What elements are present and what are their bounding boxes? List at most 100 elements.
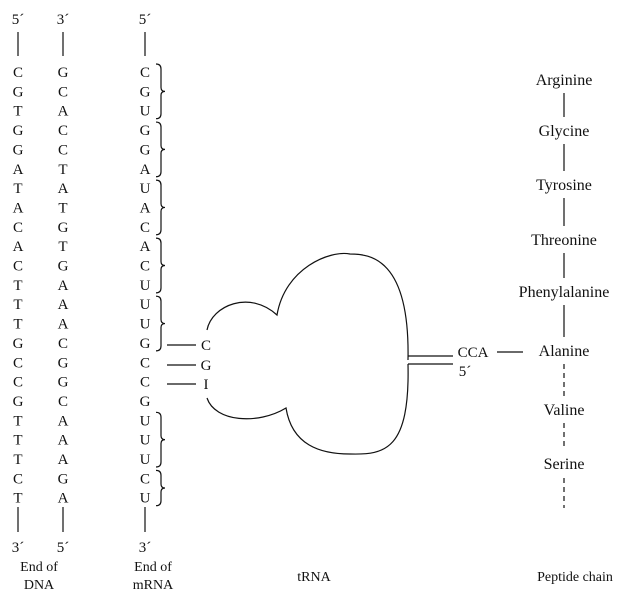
caption-mrna-line1: End of	[134, 560, 172, 575]
mrna-base-17: C	[140, 375, 150, 391]
mrna-top-label: 5´	[139, 12, 152, 28]
dna-right-base-4: C	[58, 123, 68, 139]
dna-left-base-10: A	[13, 239, 24, 255]
trna-shape	[206, 252, 409, 455]
dna-right-base-2: C	[58, 84, 68, 100]
dna-right-base-1: G	[58, 65, 69, 81]
codon-brace-5	[155, 295, 166, 352]
dna-right-base-3: A	[58, 104, 69, 120]
dna-left-base-15: G	[13, 336, 24, 352]
dna-right-base-13: A	[58, 297, 69, 313]
dna-left-top-label: 5´	[12, 12, 25, 28]
dna-right-base-9: G	[58, 220, 69, 236]
dna-right-base-17: G	[58, 375, 69, 391]
dna-right-base-20: A	[58, 433, 69, 449]
dna-right-base-10: T	[58, 239, 67, 255]
dna-right-base-11: G	[58, 259, 69, 275]
mrna-bottom-label: 3´	[139, 540, 152, 556]
dna-left-base-4: G	[13, 123, 24, 139]
dna-left-base-20: T	[13, 433, 22, 449]
dna-left-base-18: G	[13, 394, 24, 410]
peptide-residue-2: Glycine	[539, 123, 590, 140]
mrna-base-6: A	[140, 162, 151, 178]
mrna-base-9: C	[140, 220, 150, 236]
mrna-base-2: G	[140, 84, 151, 100]
dna-left-base-22: C	[13, 471, 23, 487]
mrna-base-14: U	[140, 317, 151, 333]
mrna-base-10: A	[140, 239, 151, 255]
mrna-base-23: U	[140, 491, 151, 507]
caption-dna-line1: End of	[20, 560, 58, 575]
dna-right-base-6: T	[58, 162, 67, 178]
caption-peptide: Peptide chain	[537, 570, 613, 585]
codon-brace-2	[155, 121, 166, 178]
dna-left-base-11: C	[13, 259, 23, 275]
dna-right-base-19: A	[58, 413, 69, 429]
mrna-base-5: G	[140, 142, 151, 158]
pairing-lines	[167, 344, 196, 385]
dna-right-base-15: C	[58, 336, 68, 352]
dna-left-base-8: A	[13, 201, 24, 217]
dna-left-base-16: C	[13, 355, 23, 371]
dna-left-base-23: T	[13, 491, 22, 507]
dna-left-base-1: C	[13, 65, 23, 81]
dna-right-base-22: G	[58, 471, 69, 487]
dna-right-base-12: A	[58, 278, 69, 294]
anticodon-base-2: G	[201, 358, 212, 374]
mrna-base-22: C	[140, 471, 150, 487]
codon-brace-1	[155, 63, 166, 120]
captions: End of DNA End of mRNA tRNA Peptide chai…	[20, 560, 613, 593]
caption-dna-line2: DNA	[24, 578, 55, 593]
mrna-base-18: G	[140, 394, 151, 410]
dna-left-base-21: T	[13, 452, 22, 468]
dna-left-base-13: T	[13, 297, 22, 313]
codon-braces	[155, 63, 166, 507]
dna-right-bottom-label: 5´	[57, 540, 70, 556]
dna-left-base-17: C	[13, 375, 23, 391]
trna-five-prime-label: 5´	[459, 364, 472, 380]
mrna-base-16: C	[140, 355, 150, 371]
peptide-residue-5: Phenylalanine	[519, 284, 610, 301]
peptide-residue-6: Alanine	[539, 343, 590, 360]
mrna-base-8: A	[140, 201, 151, 217]
dna-left-base-3: T	[13, 104, 22, 120]
mrna-base-4: G	[140, 123, 151, 139]
anticodon-base-3: I	[204, 377, 209, 393]
mrna-base-13: U	[140, 297, 151, 313]
peptide-residue-3: Tyrosine	[536, 177, 592, 194]
mrna-base-7: U	[140, 181, 151, 197]
dna-left-bottom-label: 3´	[12, 540, 25, 556]
mrna-base-20: U	[140, 433, 151, 449]
codon-brace-3	[155, 179, 166, 236]
codon-brace-6	[155, 411, 166, 468]
peptide-residue-8: Serine	[544, 456, 585, 473]
caption-trna: tRNA	[297, 570, 331, 585]
dna-right-base-5: C	[58, 142, 68, 158]
mrna-base-3: U	[140, 104, 151, 120]
mrna-base-12: U	[140, 278, 151, 294]
dna-right-base-18: C	[58, 394, 68, 410]
dna-right-base-8: T	[58, 201, 67, 217]
codon-brace-4	[155, 237, 166, 294]
trna-cca-label: CCA	[458, 345, 489, 361]
anticodon: C G I	[201, 338, 212, 393]
peptide-residue-4: Threonine	[531, 232, 597, 249]
dna-left-base-2: G	[13, 84, 24, 100]
anticodon-base-1: C	[201, 338, 211, 354]
dna-left-base-12: T	[13, 278, 22, 294]
dna-left-base-14: T	[13, 317, 22, 333]
dna-left-base-9: C	[13, 220, 23, 236]
mrna-base-19: U	[140, 413, 151, 429]
dna-right-base-23: A	[58, 491, 69, 507]
peptide-residue-1: Arginine	[536, 72, 593, 89]
peptide-chain: ArginineGlycineTyrosineThreoninePhenylal…	[519, 72, 610, 508]
caption-mrna-line2: mRNA	[133, 578, 174, 593]
dna-right-base-14: A	[58, 317, 69, 333]
